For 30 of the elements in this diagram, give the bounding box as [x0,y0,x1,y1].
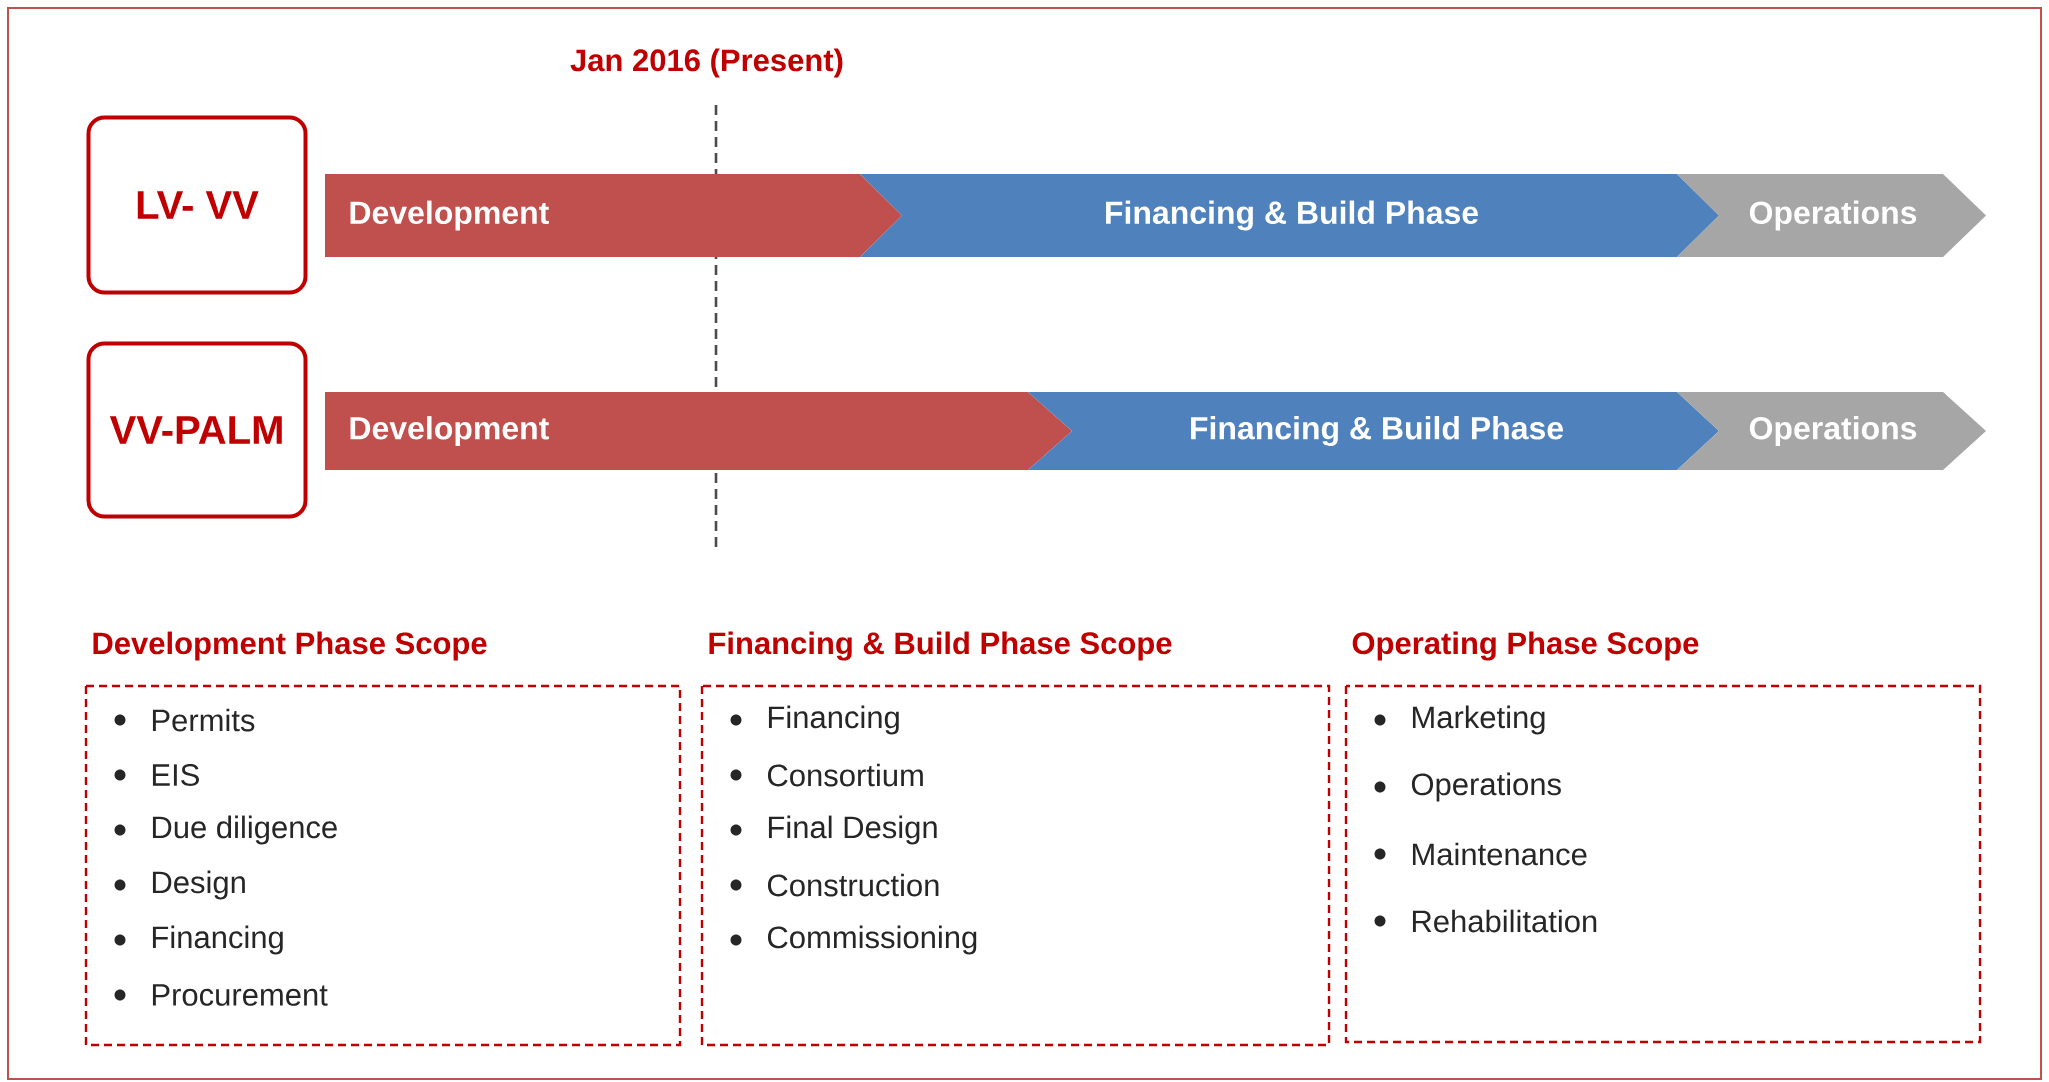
list-item: Financing [114,925,283,955]
scope-heading: Financing & Build Phase Scope [709,631,1172,661]
list-item: Commissioning [730,925,977,955]
scope-heading: Operating Phase Scope [1352,631,1699,661]
list-item: Financing [730,705,899,735]
scope-box [700,631,1331,1047]
phase-band: Operations [1677,174,1987,257]
scope-box [84,631,682,1047]
list-item: Design [114,870,245,900]
list-item: Procurement [114,984,328,1006]
scope-heading: Development Phase Scope [93,631,487,661]
date-label: Jan 2016 (Present) [570,48,843,78]
list-item: Rehabilitation [1374,909,1597,933]
phase-band: Development [325,174,902,257]
list-item: Construction [730,873,939,897]
scope-box [1344,631,1982,1044]
phase-band: Operations [1677,392,1987,470]
list-item: Operations [1374,772,1561,802]
list-item: EIS [114,764,199,786]
list-item: Final Design [730,815,937,845]
list-item: Marketing [1374,705,1545,735]
list-item: Due diligence [114,815,337,845]
phase-band: Financing & Build Phase [1028,392,1719,470]
list-item: Maintenance [1374,842,1587,866]
phase-band: Development [325,392,1072,470]
list-item: Consortium [730,763,923,787]
project-box: LV- VV [86,115,308,295]
list-item: Permits [114,708,255,732]
project-box: VV-PALM [86,341,308,519]
phase-band: Financing & Build Phase [860,174,1719,257]
